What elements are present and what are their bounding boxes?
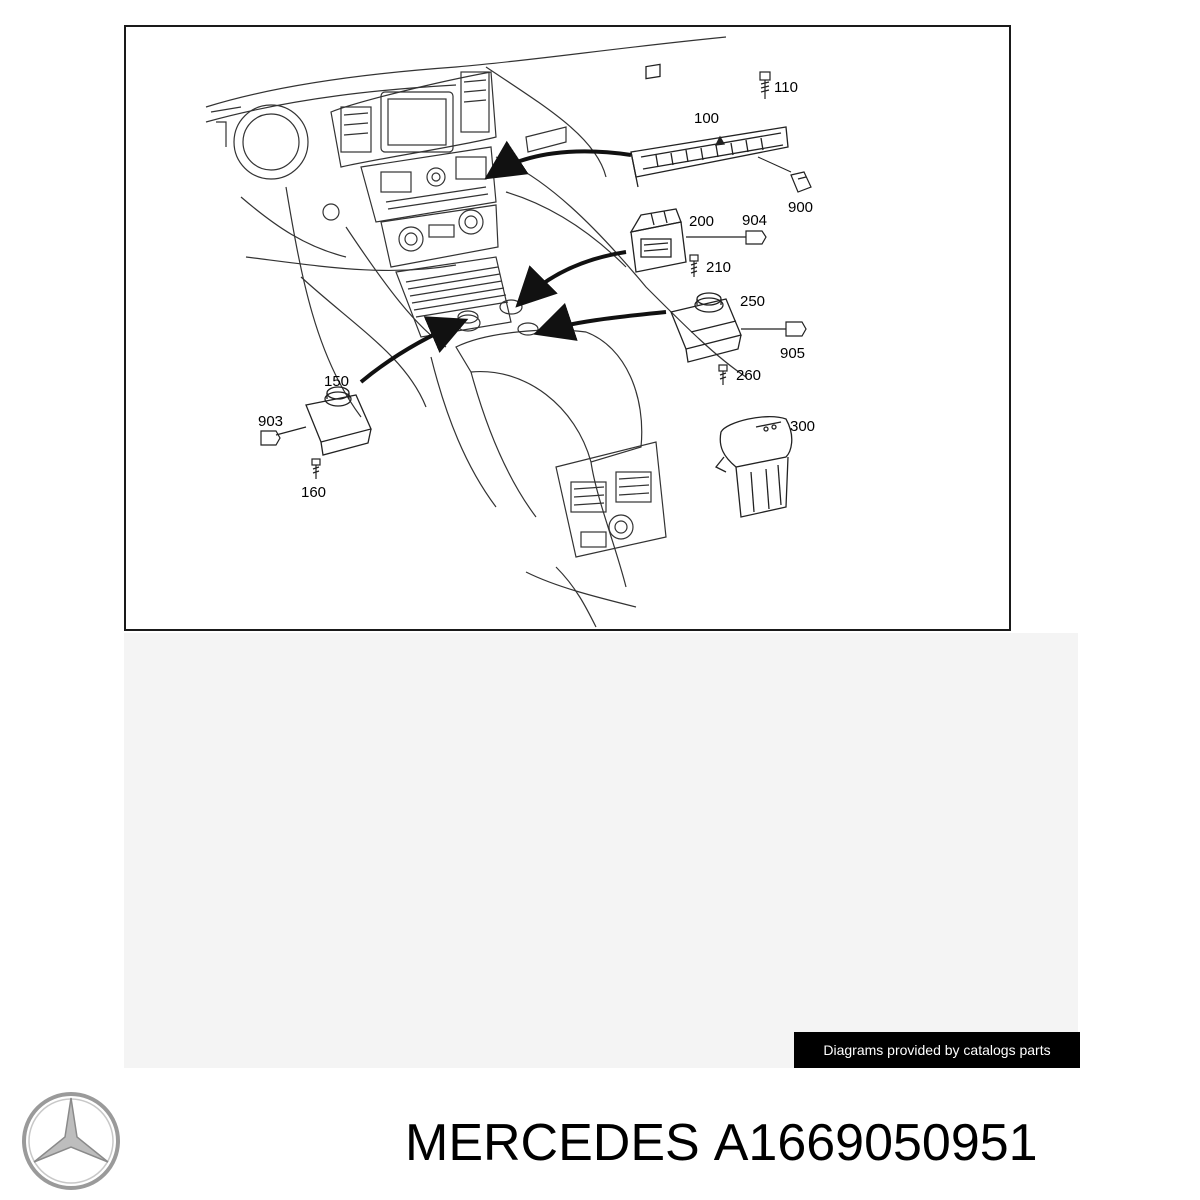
- dashboard-sketch: [205, 36, 747, 628]
- callout-200: 200: [689, 213, 714, 230]
- mercedes-star-logo: [22, 1092, 120, 1190]
- callout-110: 110: [774, 79, 798, 96]
- part-number: A1669050951: [713, 1114, 1038, 1172]
- part-900-connector: [790, 171, 812, 193]
- callout-250: 250: [740, 293, 765, 310]
- callout-905: 905: [780, 345, 805, 362]
- part-200-switch-module: [629, 208, 746, 273]
- callout-260: 260: [736, 367, 761, 384]
- part-260-screw: [718, 364, 728, 385]
- callout-160: 160: [301, 484, 326, 501]
- part-250-knob-module: [670, 292, 786, 363]
- callout-150: 150: [324, 373, 349, 390]
- callout-210: 210: [706, 259, 731, 276]
- callout-labels: 110 100 900 200 904 210 250 905 260 150 …: [258, 79, 815, 501]
- part-100-switch-panel: [630, 63, 792, 188]
- part-300-shift-lever: [714, 416, 793, 518]
- callout-300: 300: [790, 418, 815, 435]
- callout-903: 903: [258, 413, 283, 430]
- brand-name: MERCEDES: [405, 1114, 700, 1172]
- part-150-knob-module: [275, 386, 372, 456]
- callout-900: 900: [788, 199, 813, 216]
- diagram-shadow-area: [124, 633, 1078, 1068]
- callout-100: 100: [694, 110, 719, 127]
- callout-904: 904: [742, 212, 767, 229]
- parts-diagram-drawing: 110 100 900 200 904 210 250 905 260 150 …: [205, 36, 815, 628]
- part-160-screw: [311, 458, 321, 479]
- part-903-connector: [260, 430, 281, 446]
- pointer-arrows: [359, 140, 667, 384]
- parts-diagram: 110 100 900 200 904 210 250 905 260 150 …: [124, 25, 1011, 631]
- part-904-connector: [745, 230, 767, 245]
- part-210-screw: [689, 254, 699, 277]
- part-110-screw: [759, 71, 771, 99]
- part-905-connector: [785, 321, 807, 337]
- diagram-credit-badge: Diagrams provided by catalogs parts: [794, 1032, 1080, 1068]
